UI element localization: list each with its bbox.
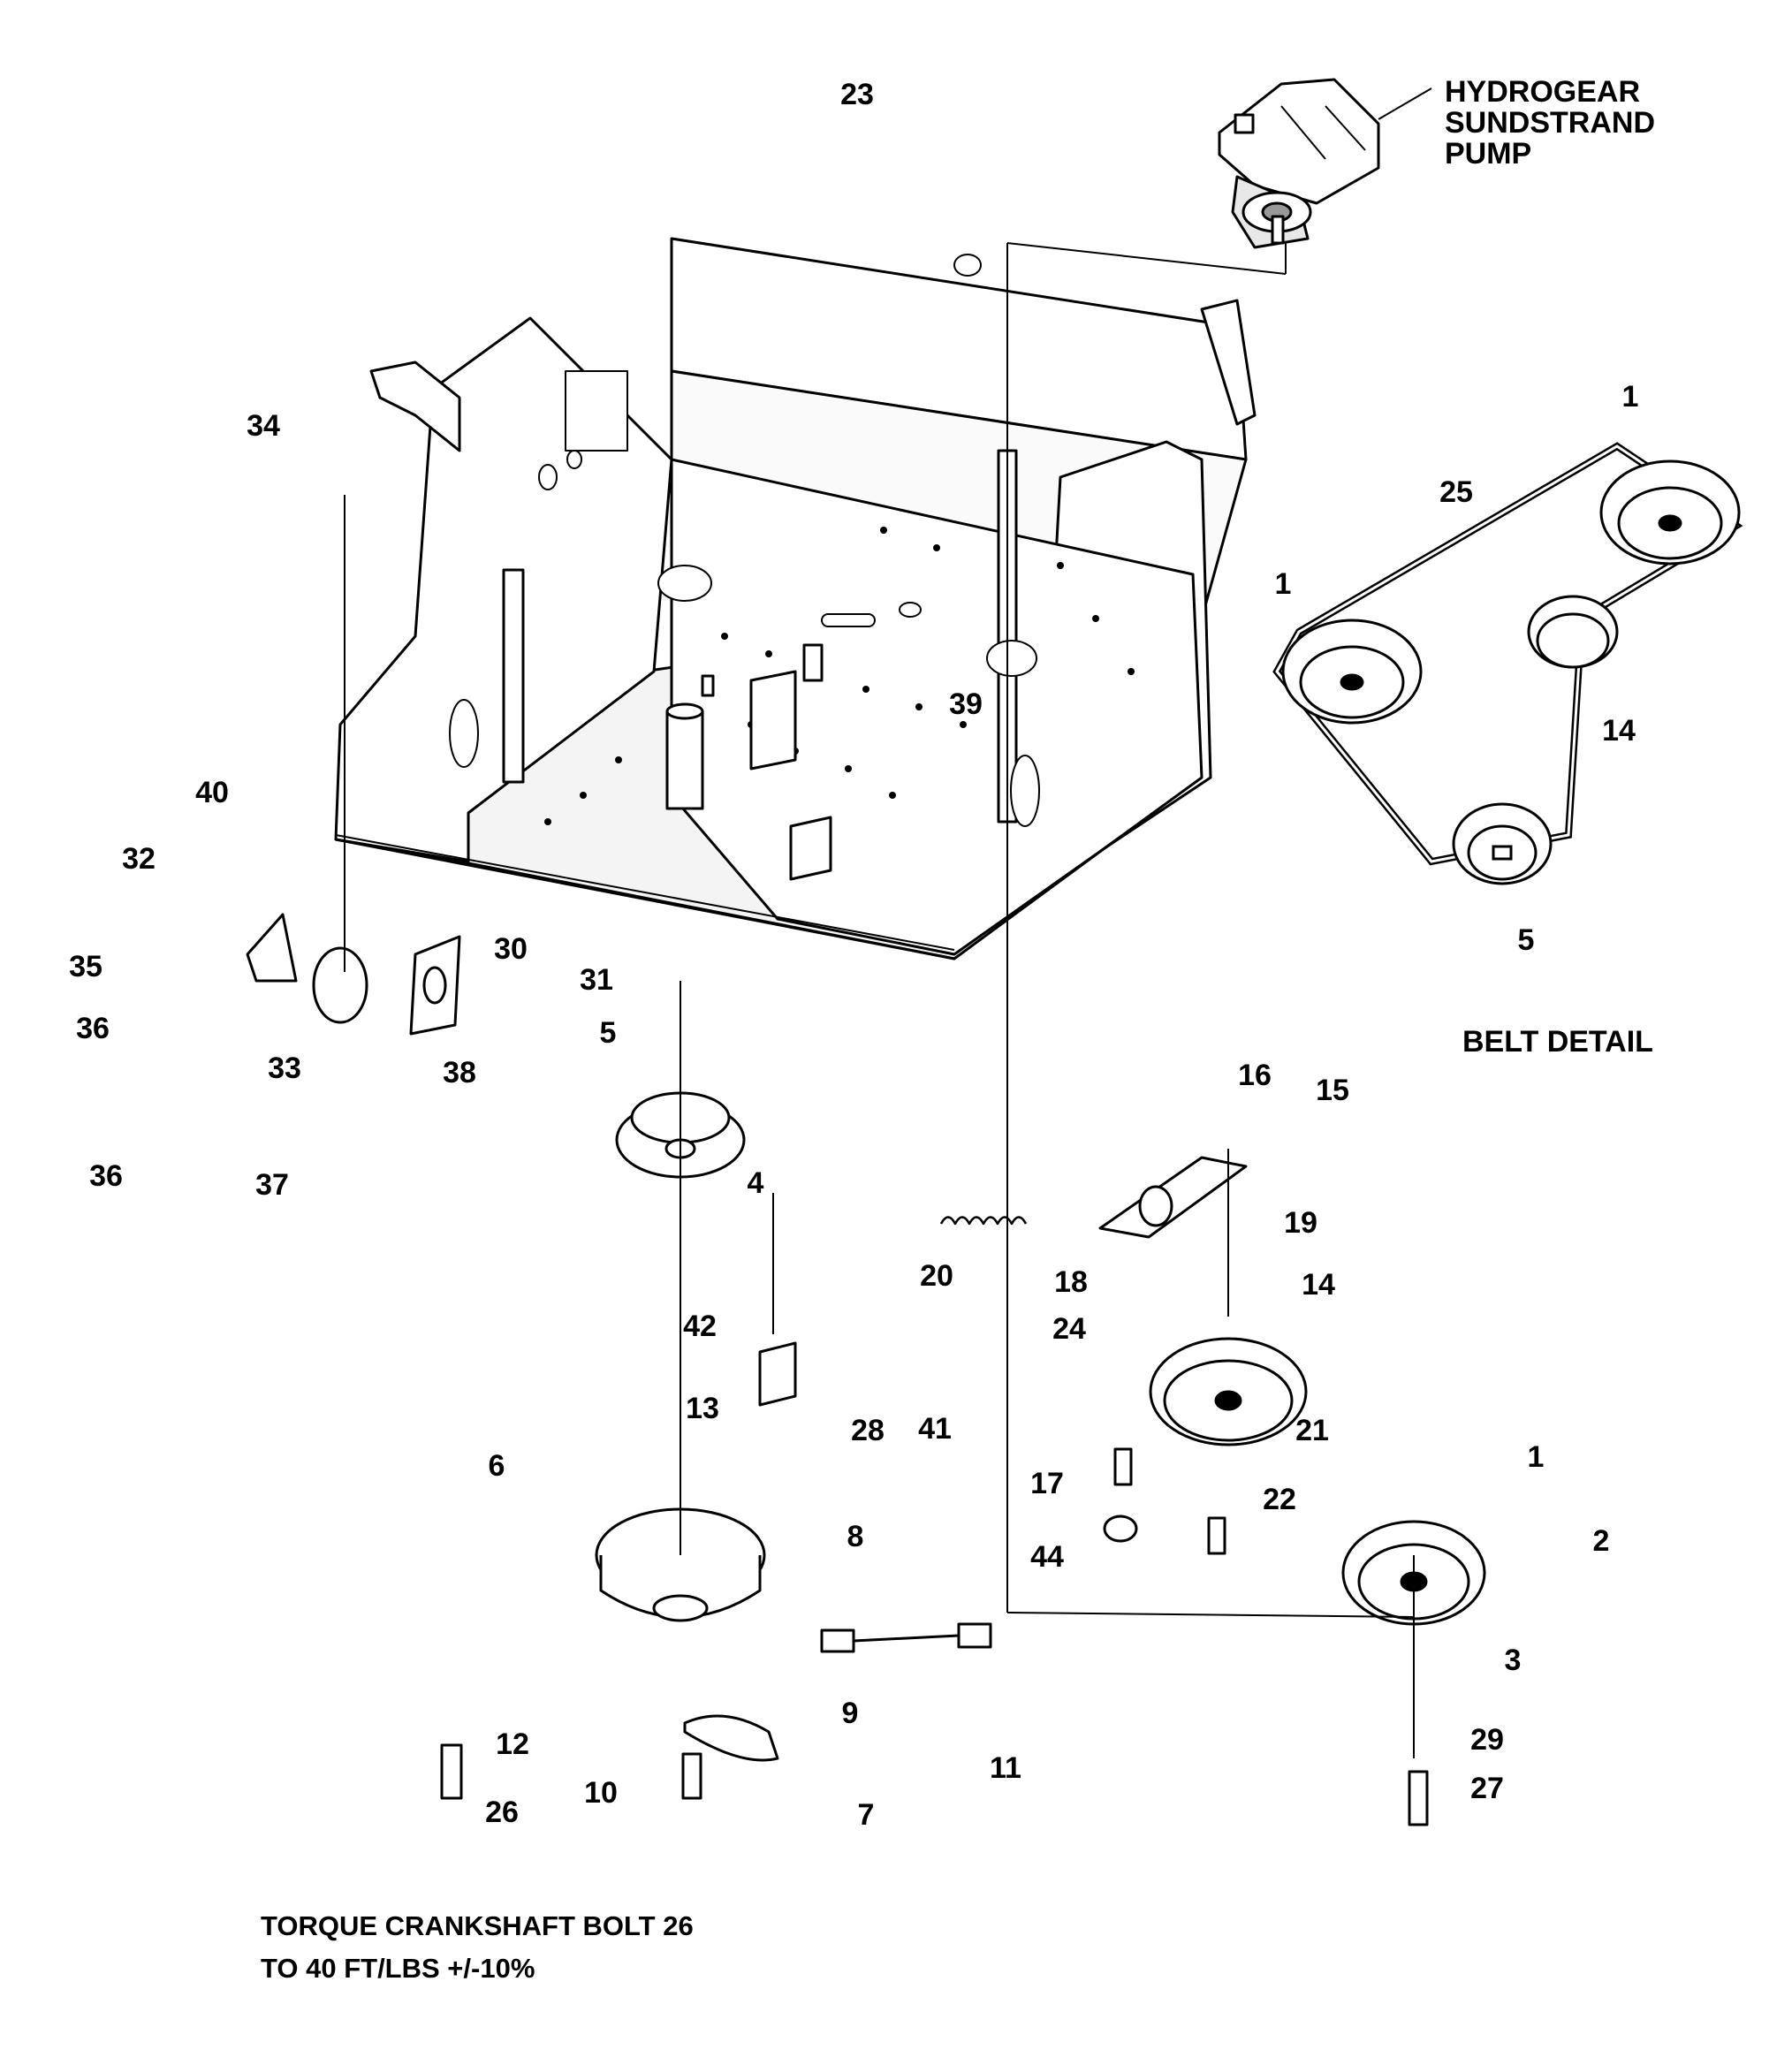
callout-10: 10 — [584, 1776, 618, 1810]
callout-15: 15 — [1316, 1074, 1349, 1107]
callout-11: 11 — [990, 1751, 1021, 1785]
callout-25: 25 — [1439, 475, 1473, 509]
callout-31: 31 — [580, 963, 613, 997]
callout-9: 9 — [842, 1697, 859, 1730]
chassis-frame — [334, 237, 1257, 960]
callout-21: 21 — [1295, 1414, 1329, 1447]
callout-36: 36 — [89, 1159, 123, 1193]
parts-assembly — [246, 913, 1486, 1826]
callout-16: 16 — [1238, 1059, 1272, 1092]
callout-13: 13 — [686, 1392, 719, 1425]
callout-14: 14 — [1302, 1268, 1335, 1302]
callout-40: 40 — [195, 776, 229, 809]
callout-2: 2 — [1593, 1524, 1610, 1558]
callout-19: 19 — [1284, 1206, 1317, 1240]
callout-7: 7 — [858, 1798, 875, 1832]
pump-label: HYDROGEAR SUNDSTRAND PUMP — [1445, 75, 1655, 171]
callout-35: 35 — [69, 950, 103, 983]
callout-1: 1 — [1275, 567, 1292, 601]
callout-42: 42 — [683, 1310, 717, 1343]
callout-32: 32 — [122, 842, 156, 876]
callout-34: 34 — [247, 409, 280, 443]
callout-41: 41 — [918, 1412, 952, 1446]
callout-numbers: 1 1 1 2 3 4 5 5 6 7 8 9 10 11 12 13 14 1… — [69, 78, 1638, 1832]
callout-23: 23 — [840, 78, 874, 111]
callout-24: 24 — [1052, 1312, 1086, 1346]
pump-label-line-3: PUMP — [1445, 137, 1531, 171]
callout-3: 3 — [1505, 1644, 1522, 1677]
callout-18: 18 — [1054, 1265, 1088, 1299]
callout-27: 27 — [1470, 1772, 1504, 1805]
callout-38: 38 — [443, 1056, 476, 1089]
callout-33: 33 — [268, 1051, 301, 1085]
pump-label-line-2: SUNDSTRAND — [1445, 106, 1655, 140]
callout-30: 30 — [494, 932, 528, 966]
callout-26: 26 — [485, 1795, 519, 1829]
callout-20: 20 — [920, 1259, 953, 1293]
callout-8: 8 — [847, 1520, 864, 1553]
callout-6: 6 — [489, 1449, 505, 1483]
callout-5: 5 — [600, 1016, 617, 1050]
pump-label-line-1: HYDROGEAR — [1445, 75, 1640, 109]
callout-39: 39 — [949, 687, 983, 721]
callout-36: 36 — [76, 1012, 110, 1045]
callout-14: 14 — [1602, 714, 1636, 748]
torque-note-line-1: TORQUE CRANKSHAFT BOLT 26 — [261, 1910, 694, 1941]
callout-17: 17 — [1030, 1467, 1064, 1500]
callout-12: 12 — [496, 1727, 529, 1761]
callout-4: 4 — [748, 1166, 764, 1200]
callout-44: 44 — [1030, 1540, 1064, 1574]
hydrogear-pump — [1218, 78, 1380, 249]
callout-22: 22 — [1263, 1483, 1296, 1516]
callout-5: 5 — [1518, 923, 1535, 957]
callout-37: 37 — [255, 1168, 289, 1202]
callout-1: 1 — [1528, 1440, 1545, 1474]
leader-lines — [344, 87, 1432, 1758]
belt-detail-label: BELT DETAIL — [1462, 1025, 1653, 1059]
callout-29: 29 — [1470, 1723, 1504, 1757]
callout-28: 28 — [851, 1414, 885, 1447]
callout-1: 1 — [1622, 380, 1639, 414]
torque-note-line-2: TO 40 FT/LBS +/-10% — [261, 1953, 535, 1984]
belt-detail — [1272, 442, 1743, 885]
